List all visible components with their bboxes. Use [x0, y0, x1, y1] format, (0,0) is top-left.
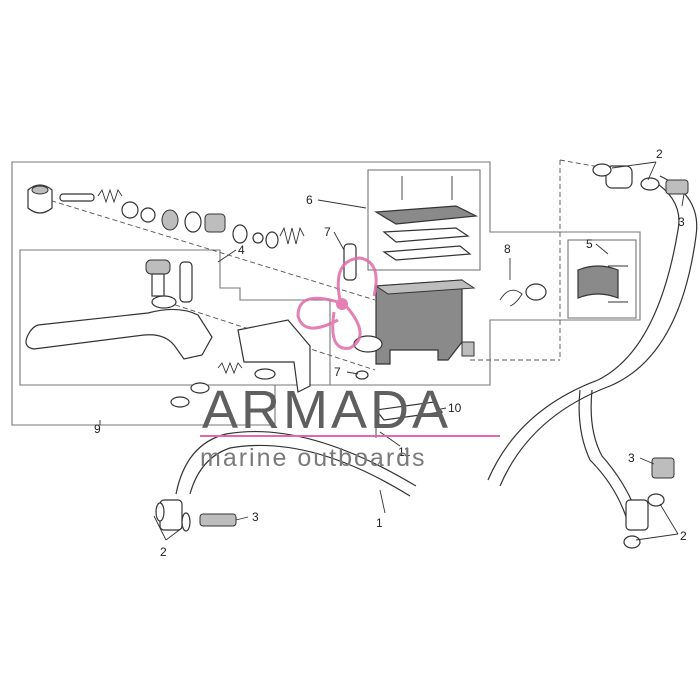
axis-line-top [35, 195, 376, 301]
banjo-fitting-bottom-right [625, 499, 649, 531]
callout-10: 10 [448, 401, 462, 415]
return-spring [279, 226, 305, 245]
hose-right-main [487, 179, 680, 481]
washer-top-right-2 [640, 177, 660, 191]
pivot-pin-nut [355, 370, 369, 380]
washer-1 [140, 207, 156, 223]
washer-left-2 [181, 512, 191, 532]
piston [204, 213, 226, 233]
outlet-port [461, 341, 475, 357]
callout-9: 9 [94, 422, 101, 436]
pivot-washer [151, 295, 177, 309]
pivot-shaft [151, 273, 165, 297]
watermark-word: ARMADA [202, 380, 451, 440]
clamp-body [577, 265, 619, 299]
seal-4 [265, 231, 279, 249]
adjuster-washer [254, 368, 276, 380]
callout-3-left: 3 [252, 510, 259, 524]
callout-3-top-right: 3 [678, 215, 685, 229]
washer-top-right-1 [592, 163, 612, 177]
callout-7-top: 7 [324, 225, 331, 239]
lever-bushing [179, 261, 193, 303]
circlip [121, 201, 139, 219]
hose-left-inner [189, 444, 411, 497]
lever-bracket [237, 319, 311, 393]
hose-right-main-inner [499, 175, 698, 487]
callout-11: 11 [398, 445, 411, 459]
propeller-logo [296, 256, 378, 350]
reservoir-cap [374, 205, 479, 225]
seal-1 [161, 209, 179, 231]
lever-assembly [25, 259, 311, 408]
reservoir-body [375, 279, 463, 365]
callout-5: 5 [586, 237, 593, 251]
brake-hoses [159, 165, 698, 531]
callout-1: 1 [376, 516, 383, 530]
handlebar-clamp [577, 265, 628, 303]
sensor-cap [525, 283, 547, 301]
clamp-frame [567, 239, 637, 319]
reservoir-cap-frame [367, 169, 481, 271]
callout-2-left: 2 [160, 545, 167, 559]
washer-bottom-right-1 [647, 493, 665, 507]
lever-subframe [19, 249, 331, 386]
propeller-blade-left [296, 296, 339, 330]
seal-2 [184, 211, 202, 233]
callout-6: 6 [306, 193, 313, 207]
retaining-clip [499, 289, 523, 307]
hose-right-lower [578, 389, 631, 531]
cap-diaphragm-plate [382, 227, 470, 243]
callout-3-bottom-right: 3 [628, 451, 635, 465]
assembly-frame [11, 161, 641, 426]
brake-lever [25, 308, 213, 360]
cap-diaphragm [382, 245, 472, 261]
propeller-blade-top [336, 256, 378, 301]
callout-2-top-right: 2 [656, 147, 663, 161]
boot-opening [31, 185, 49, 195]
propeller-hub [336, 298, 348, 310]
banjo-bolt-left [199, 513, 237, 527]
sensor-parts [499, 283, 547, 307]
banjo-bolt-top-right [665, 179, 689, 195]
banjo-fitting-top-right [605, 165, 633, 189]
adjuster-spring [217, 361, 243, 375]
hose-left [175, 431, 417, 495]
lever-circlip [190, 382, 210, 394]
washer-left-1 [155, 502, 165, 522]
callout-leaders [99, 161, 685, 541]
washer-2 [252, 232, 264, 244]
watermark-subtitle: marine outboards [200, 444, 427, 472]
reservoir-cap-assembly [374, 176, 479, 261]
washer-bottom-right-2 [623, 535, 641, 549]
banjo-bolt-bottom-right [651, 457, 675, 479]
pivot-bolt [145, 259, 171, 275]
callout-4: 4 [238, 243, 245, 257]
piston-components [27, 184, 305, 249]
lever-circlip-2 [170, 396, 190, 408]
callout-7-bottom: 7 [334, 365, 341, 379]
callout-8: 8 [504, 242, 511, 256]
seal-3 [232, 224, 248, 244]
sensor-bracket [374, 401, 444, 421]
spring-small [97, 188, 123, 204]
push-rod [59, 193, 95, 202]
callout-2-bottom-right: 2 [680, 529, 687, 543]
master-cylinder-body [343, 243, 476, 380]
reservoir-top [374, 279, 476, 295]
propeller-blade-right [331, 305, 362, 350]
